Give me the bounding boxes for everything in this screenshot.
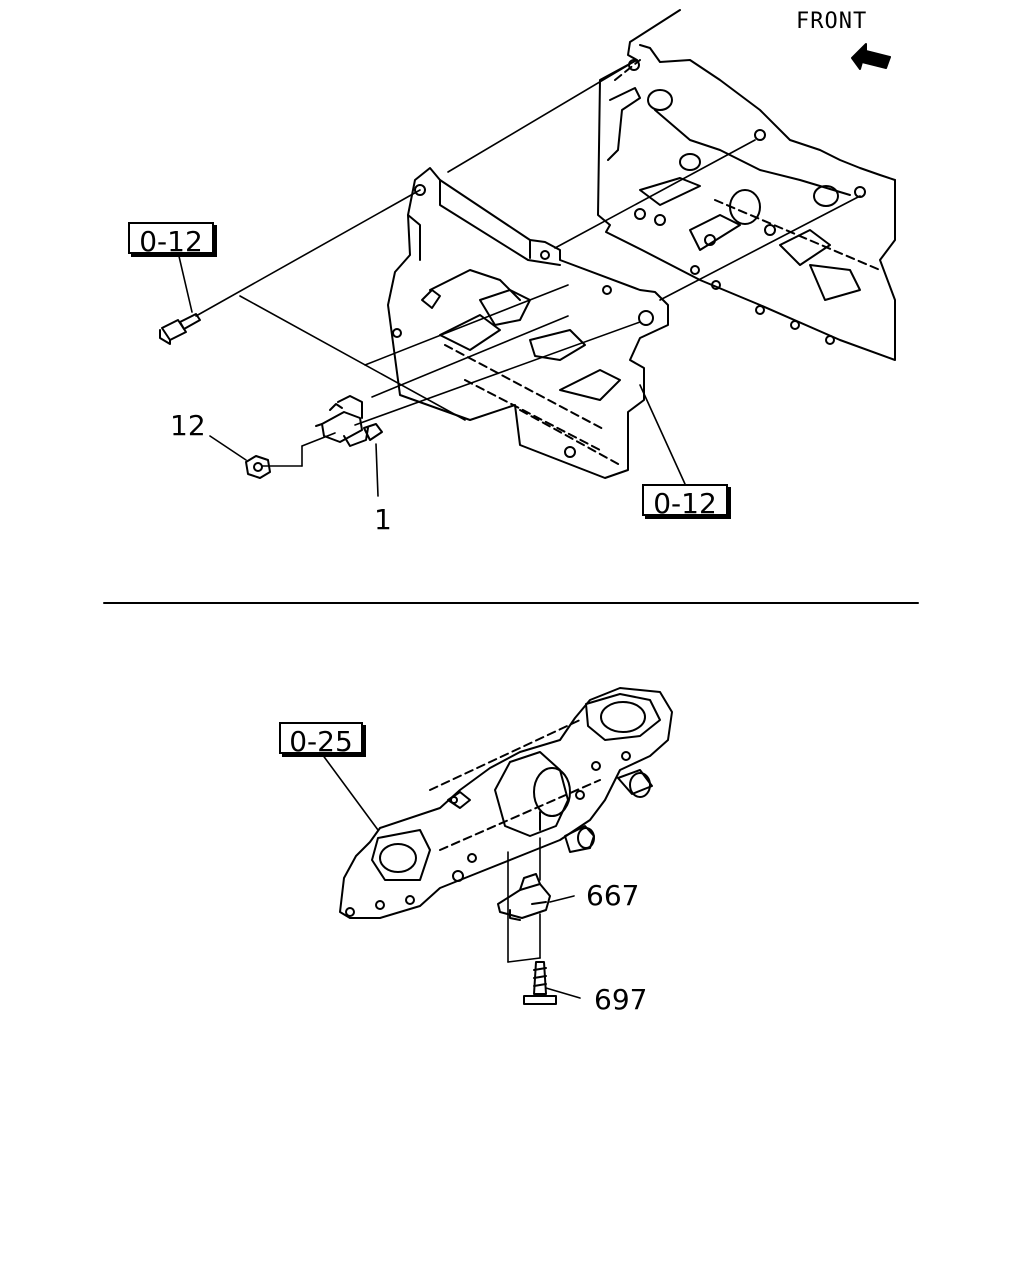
bolt-icon [159, 313, 201, 345]
callout-sensor-1: 1 [374, 503, 392, 536]
sensor-667-icon [497, 873, 551, 921]
callout-sensor-667: 667 [586, 879, 640, 912]
front-label: FRONT [796, 9, 868, 34]
front-housing [387, 167, 669, 479]
ref-box-bolt[interactable]: 0-12 [128, 222, 214, 256]
callout-nut-12: 12 [170, 409, 206, 442]
engine-block-rear [597, 9, 896, 361]
ref-box-block[interactable]: 0-12 [642, 484, 728, 518]
upper-leader-lines [177, 63, 861, 497]
sensor-icon [315, 395, 383, 447]
nut-icon [245, 455, 271, 479]
bolt-697-icon [523, 961, 557, 1005]
front-arrow-icon [851, 43, 891, 70]
ref-box-manifold[interactable]: 0-25 [279, 722, 363, 756]
manifold-body [339, 687, 673, 919]
lower-leader-lines [321, 753, 581, 999]
callout-bolt-697: 697 [594, 983, 648, 1016]
